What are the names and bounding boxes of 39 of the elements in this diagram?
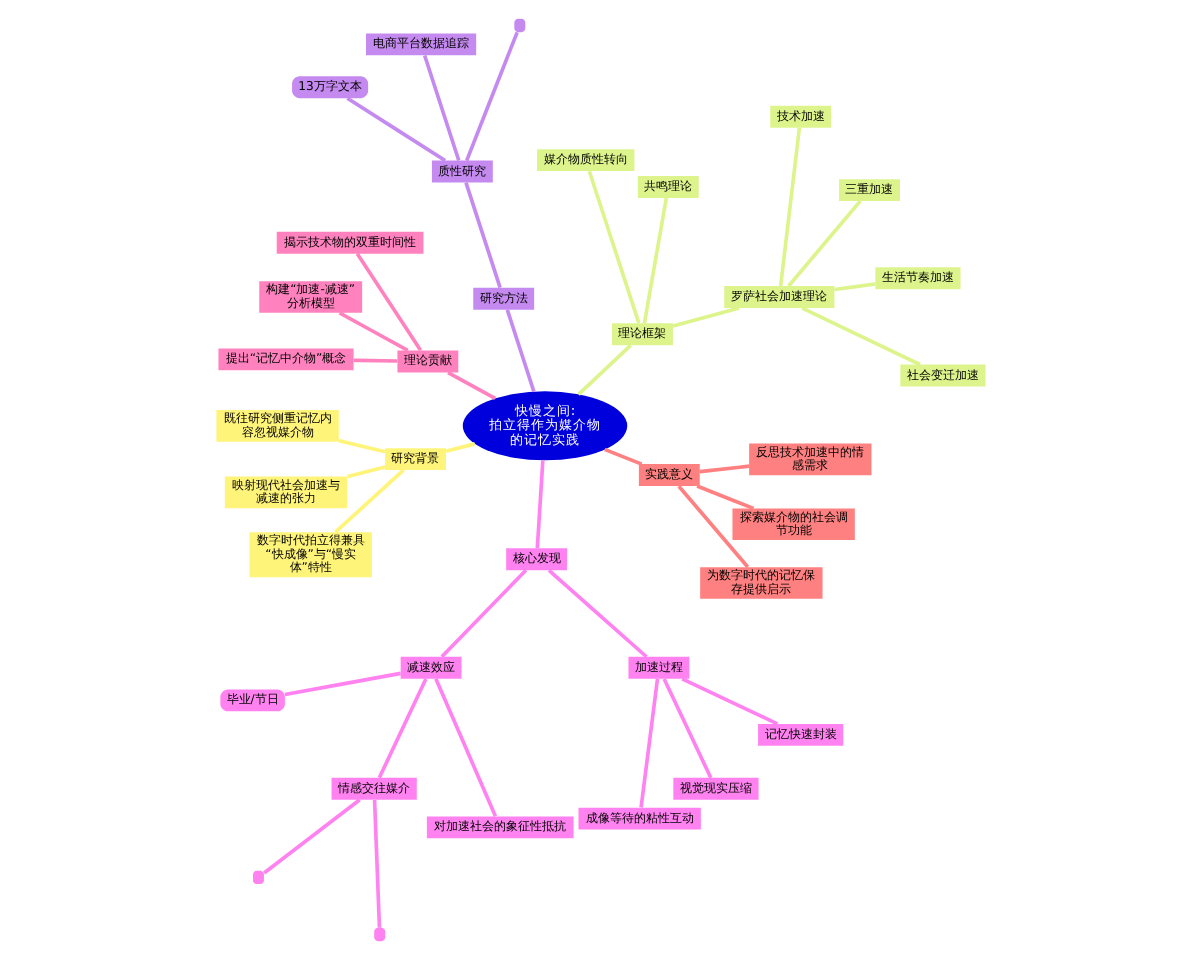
- connector: [464, 31, 518, 162]
- connector: [463, 182, 501, 289]
- connector: [352, 358, 397, 363]
- connector: [444, 442, 475, 454]
- connector: [345, 96, 446, 163]
- connector: [641, 197, 668, 324]
- connector: [337, 438, 385, 454]
- connector: [586, 170, 640, 324]
- connector: [439, 569, 527, 659]
- connector: [354, 252, 422, 352]
- connector: [534, 460, 544, 549]
- connector: [333, 468, 404, 534]
- connector: [698, 464, 749, 474]
- connector: [833, 282, 875, 292]
- connector: [576, 344, 631, 396]
- connector: [676, 485, 749, 569]
- connector: [446, 370, 496, 401]
- node-box: [513, 18, 525, 33]
- connector: [638, 678, 659, 808]
- connector: [283, 671, 400, 697]
- connector: [680, 677, 778, 726]
- connector: [671, 306, 739, 328]
- connector: [371, 799, 381, 928]
- connector: [421, 54, 460, 162]
- connector: [661, 678, 712, 779]
- connector: [695, 484, 754, 511]
- connector: [786, 199, 861, 288]
- connector: [345, 465, 385, 479]
- connector: [262, 798, 360, 875]
- connector: [777, 127, 801, 287]
- connector: [800, 306, 920, 367]
- node-box: [373, 927, 385, 942]
- connector: [433, 678, 497, 818]
- node-box: [252, 870, 263, 885]
- connector: [603, 447, 642, 466]
- connector: [376, 678, 427, 779]
- connector: [504, 309, 535, 393]
- connector: [337, 311, 408, 352]
- connector: [546, 568, 647, 659]
